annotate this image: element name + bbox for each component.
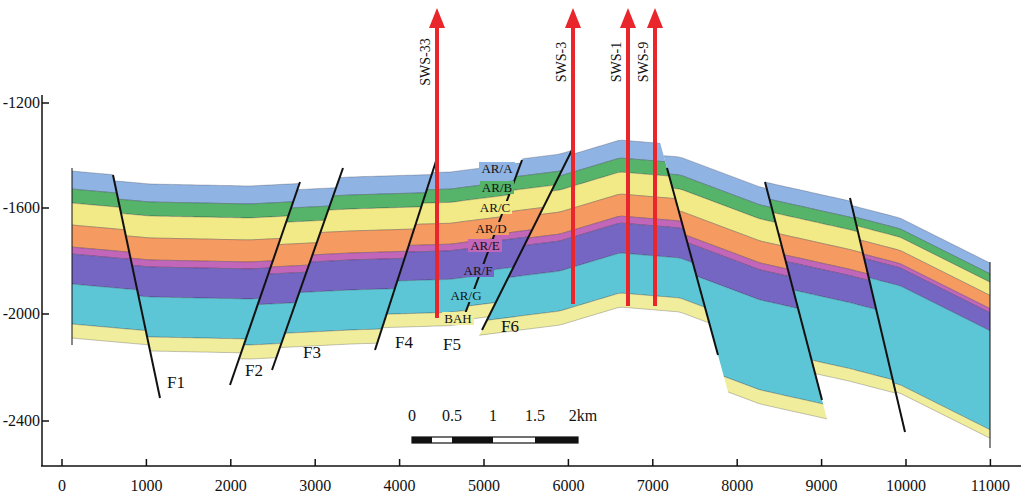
distance-tick-label: 6000 — [552, 478, 584, 494]
scale-label: 0.5 — [442, 408, 462, 424]
well-name: SWS-33 — [419, 38, 433, 85]
distance-tick-label: 0 — [58, 478, 66, 494]
section-edge — [72, 168, 73, 345]
depth-tick-label: -2400 — [3, 413, 40, 429]
layer-name: AR/B — [480, 181, 514, 194]
well-track — [435, 26, 439, 318]
axis-tick — [568, 459, 570, 466]
depth-tick-label: -2000 — [3, 306, 40, 322]
axis-tick — [905, 459, 907, 466]
distance-tick-label: 3000 — [299, 478, 331, 494]
scale-bar-frame — [412, 437, 578, 443]
axis-tick — [821, 459, 823, 466]
scale-bar-segment — [412, 437, 432, 443]
scale-bar — [412, 437, 578, 443]
fault-line — [667, 168, 718, 355]
layer-name: AR/A — [479, 162, 514, 175]
scale-label: 1.5 — [525, 408, 545, 424]
fault-name: F2 — [245, 362, 263, 379]
well-name: SWS-3 — [555, 42, 569, 82]
distance-tick-label: 9000 — [806, 478, 838, 494]
layer-name: AR/E — [468, 239, 502, 252]
scale-bar-segment — [535, 437, 578, 443]
axis-ticks — [62, 459, 990, 466]
distance-tick-label: 5000 — [468, 478, 500, 494]
layer-name: BAH — [442, 312, 473, 325]
depth-tick-label: -1600 — [3, 200, 40, 216]
fault-line — [113, 175, 160, 398]
fault-name: F4 — [395, 334, 413, 351]
axis-tick — [146, 459, 148, 466]
well-name: SWS-1 — [610, 42, 624, 82]
distance-tick-label: 11000 — [971, 478, 1010, 494]
fault-name: F3 — [303, 344, 321, 361]
scale-label: 0 — [408, 408, 416, 424]
well-track — [653, 26, 657, 306]
fault-line — [765, 182, 822, 400]
axis-tick — [314, 459, 316, 466]
stratum-layer — [821, 266, 996, 433]
fault-line — [272, 168, 343, 370]
distance-tick-label: 4000 — [384, 478, 416, 494]
well-arrowhead — [565, 8, 581, 28]
fault-name: F5 — [443, 336, 461, 353]
fault-line — [375, 155, 438, 350]
stratum-layer — [231, 326, 462, 350]
depth-tick-label: -1200 — [3, 95, 40, 111]
well-arrowhead — [647, 8, 663, 28]
fault-block — [821, 199, 996, 442]
distance-tick-label: 8000 — [721, 478, 753, 494]
axis-tick — [42, 207, 49, 209]
axis-tick — [399, 459, 401, 466]
fault-line — [230, 182, 300, 385]
depth-axis — [41, 95, 43, 466]
section-edge — [990, 262, 991, 448]
axis-tick — [42, 102, 49, 104]
faults — [72, 148, 990, 448]
axis-tick — [230, 459, 232, 466]
layer-name: AR/D — [473, 222, 508, 235]
axis-tick — [42, 313, 49, 315]
wells — [429, 8, 663, 318]
well-track — [571, 26, 575, 304]
fault-name: F1 — [167, 374, 185, 391]
axis-tick — [483, 459, 485, 466]
strata — [66, 140, 996, 441]
layer-name: AR/F — [462, 264, 495, 277]
distance-tick-label: 7000 — [637, 478, 669, 494]
axis-tick — [652, 459, 654, 466]
axis-tick — [42, 420, 49, 422]
well-name: SWS-9 — [637, 42, 651, 82]
fault-name: F6 — [501, 318, 519, 335]
axis-tick — [990, 459, 992, 466]
well-arrowhead — [429, 8, 445, 28]
axes — [41, 95, 1021, 466]
well-arrowhead — [620, 8, 636, 28]
layer-name: AR/C — [478, 201, 512, 214]
axis-tick — [61, 459, 63, 466]
scale-label: 2km — [569, 408, 597, 424]
distance-tick-label: 10000 — [886, 478, 926, 494]
layer-name: AR/G — [448, 289, 483, 302]
axis-tick — [736, 459, 738, 466]
fault-line — [850, 198, 905, 432]
scale-bar-segment — [452, 437, 493, 443]
scale-label: 1 — [489, 408, 497, 424]
stratum-layer — [821, 365, 996, 441]
distance-tick-label: 2000 — [215, 478, 247, 494]
well-track — [626, 26, 630, 306]
distance-axis — [41, 465, 1021, 467]
distance-tick-label: 1000 — [130, 478, 162, 494]
